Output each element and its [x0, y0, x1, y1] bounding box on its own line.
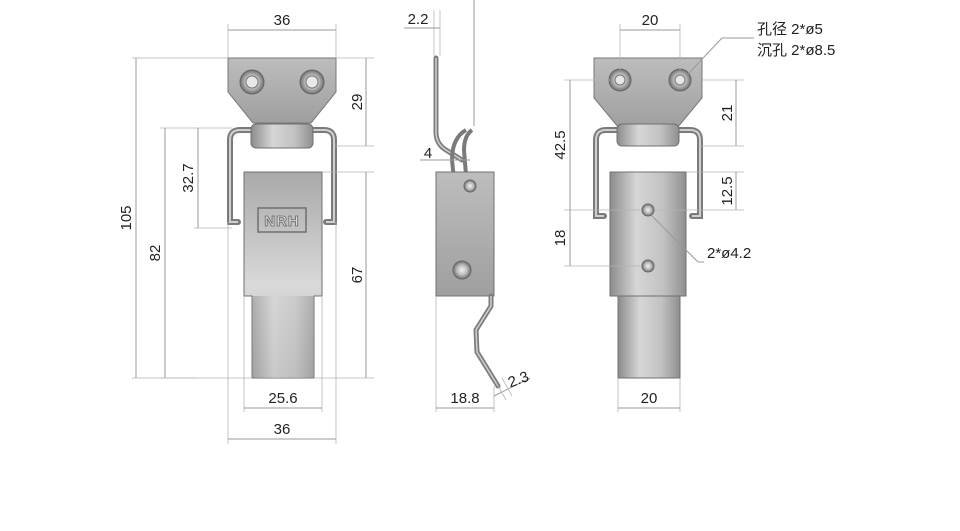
rear-body — [609, 171, 687, 297]
note-hole-diameter: 孔径 2*ø5 — [757, 21, 823, 38]
front-mount-hole-right-inner — [305, 75, 319, 89]
dim-side-wire-dia: 4 — [424, 145, 432, 162]
dim-side-depth: 18.8 — [450, 390, 479, 407]
dim-front-lever-width: 25.6 — [268, 390, 297, 407]
side-rivet-bottom — [452, 260, 472, 280]
rear-small-hole-top — [641, 203, 655, 217]
dim-side-plate-thickness: 2.2 — [408, 11, 429, 28]
dim-front-base-width: 36 — [274, 421, 291, 438]
brand-logo: NRH — [264, 213, 300, 230]
side-rivet-top — [463, 179, 477, 193]
rear-countersink-left-inner — [614, 74, 626, 86]
dim-front-body-height: 82 — [147, 245, 164, 262]
dim-rear-hole-offset: 12.5 — [719, 176, 736, 205]
side-lower-strip — [473, 293, 501, 389]
front-hinge-barrel — [250, 123, 314, 149]
rear-wire-hook-highlight — [595, 129, 701, 217]
rear-body-tongue — [617, 295, 681, 379]
note-small-holes: 2*ø4.2 — [707, 245, 751, 262]
note-countersink: 沉孔 2*ø8.5 — [757, 42, 835, 59]
rear-small-hole-bottom — [641, 259, 655, 273]
dim-rear-hinge-height: 42.5 — [552, 130, 569, 159]
dim-rear-hole-spacing: 18 — [552, 230, 569, 247]
side-plate-strip-highlight — [435, 58, 463, 161]
side-lower-strip-highlight — [475, 296, 499, 387]
dim-side-strip-thickness: 2.3 — [506, 368, 531, 391]
dim-front-plate-height: 29 — [349, 94, 366, 111]
dim-front-total-height: 105 — [118, 205, 135, 230]
rear-hinge-barrel — [616, 123, 680, 147]
dim-rear-plate-height: 21 — [719, 105, 736, 122]
rear-view: 20 孔径 2*ø5 沉孔 2*ø8.5 21 42.5 12.5 18 2*ø… — [552, 12, 835, 412]
dim-rear-bottom-width: 20 — [641, 390, 658, 407]
front-logo-box — [257, 207, 307, 233]
dim-front-top-width: 36 — [274, 12, 291, 29]
rear-countersink-right-inner — [674, 74, 686, 86]
front-lever-tongue — [252, 296, 314, 378]
dim-front-lever-height: 67 — [349, 267, 366, 284]
front-view: NRH 36 29 32.7 105 82 67 — [118, 12, 374, 444]
rear-mount-plate — [593, 57, 703, 129]
front-wire-hook-highlight — [229, 129, 335, 223]
dim-rear-top-width: 20 — [642, 12, 659, 29]
side-view: 2.2 4 18.8 2.3 — [404, 0, 531, 412]
dim-front-hook-height: 32.7 — [180, 163, 197, 192]
front-mount-hole-left-inner — [245, 75, 259, 89]
